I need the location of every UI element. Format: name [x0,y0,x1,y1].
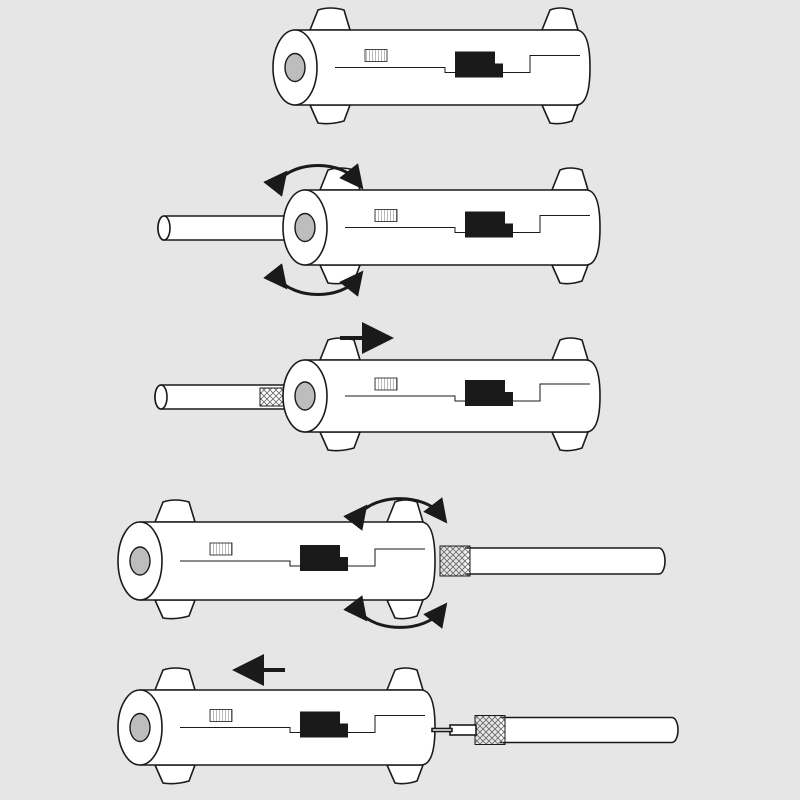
fin-bottom [550,264,590,285]
blade-window [364,49,388,62]
fin-top [318,337,362,361]
fin-bottom [550,431,590,452]
blade-window [374,377,398,391]
fin-bottom [153,599,197,620]
fin-top [385,499,425,523]
tool-step-5 [117,667,436,785]
slider-tab [455,51,503,78]
fin-bottom [308,104,352,125]
cable-entry-hole [294,381,316,411]
cable-end [157,215,171,241]
fin-top [550,337,590,361]
fin-top [385,667,425,691]
fin-bottom [385,764,425,785]
fin-top [550,167,590,191]
cable-braid [474,715,506,745]
slider-tab [465,211,513,238]
fin-top [308,7,352,31]
tool-step-3 [282,337,601,452]
tool-step-2 [282,167,601,285]
slider-tab [300,711,348,738]
cable-entry-hole [129,712,151,743]
rotate-arrow-bottom [263,263,364,297]
rotate-arrow-top [343,497,448,531]
rotate-arrow-bottom [343,595,448,629]
blade-window [209,542,233,556]
cable-dielectric [449,724,477,736]
fin-bottom [153,764,197,785]
tool-step-4 [117,499,436,620]
cable-jacket [465,547,666,575]
cable-center-conductor [431,727,453,733]
cable-entry-hole [294,212,316,243]
slider-tab [300,545,348,571]
cable-end [154,384,168,410]
fin-bottom [385,599,425,620]
fin-bottom [318,431,362,452]
cable-braid [439,545,471,577]
fin-top [153,667,197,691]
rotate-arrow-top [263,163,364,197]
cable-entry-hole [129,546,151,576]
fin-top [540,7,580,31]
fin-top [153,499,197,523]
cable-jacket [500,716,679,744]
slider-tab [465,380,513,406]
cable-entry-hole [284,52,306,83]
tool-step-1 [272,7,591,125]
blade-window [374,209,398,222]
fin-bottom [540,104,580,125]
blade-window [209,709,233,722]
